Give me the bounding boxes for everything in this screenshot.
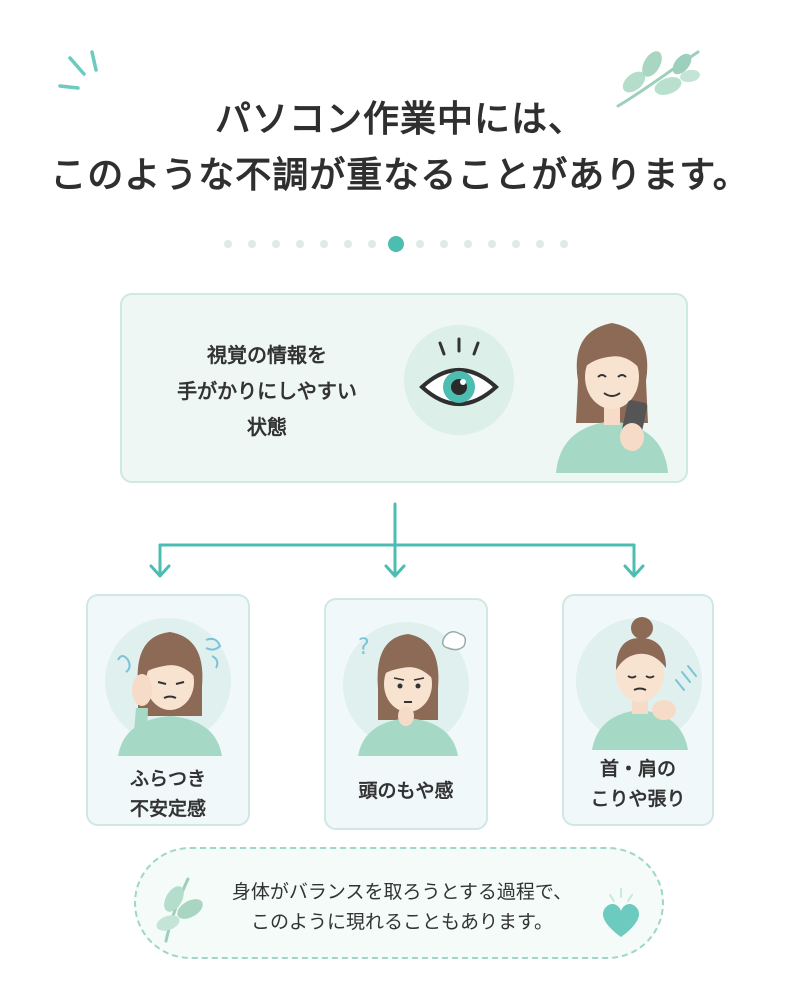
symptom-label-line: 不安定感	[129, 798, 206, 820]
progress-dot	[488, 240, 496, 248]
stiff-neck-woman-illustration	[592, 617, 697, 750]
main-card-line: 状態	[247, 415, 287, 439]
symptom-card-neck-shoulder: 首・肩の こりや張り	[562, 594, 714, 826]
bottom-note: 身体がバランスを取ろうとする過程で、 このように現れることもあります。	[134, 847, 664, 959]
progress-dot	[272, 240, 280, 248]
sparkle-icon	[58, 50, 98, 90]
symptom-card-head-fog: ? 頭のもや感	[324, 598, 488, 830]
note-text: 身体がバランスを取ろうとする過程で、 このように現れることもあります。	[202, 877, 602, 937]
progress-dot	[320, 240, 328, 248]
svg-text:?: ?	[358, 635, 370, 660]
progress-dot	[368, 240, 376, 248]
progress-dot	[512, 240, 520, 248]
progress-dot	[440, 240, 448, 248]
symptom-label-line: ふらつき	[129, 768, 206, 790]
symptom-label-line: こりや張り	[590, 788, 686, 810]
eye-badge	[404, 325, 514, 435]
symptom-label: 頭のもや感	[326, 776, 486, 806]
title-line-1: パソコン作業中には、	[214, 99, 585, 140]
woman-phone-illustration	[556, 323, 668, 473]
connector-arrows	[149, 502, 645, 578]
progress-dot-active	[388, 236, 404, 252]
symptom-label-line: 首・肩の	[599, 758, 676, 780]
progress-dot	[560, 240, 568, 248]
title-line-2: このような不調が重なることがあります。	[50, 155, 750, 196]
symptom-label-line: 頭のもや感	[358, 780, 454, 802]
progress-dot	[248, 240, 256, 248]
main-card: 視覚の情報を 手がかりにしやすい 状態	[120, 293, 688, 483]
progress-dot	[416, 240, 424, 248]
progress-dot	[536, 240, 544, 248]
symptom-label: ふらつき 不安定感	[88, 764, 248, 824]
symptom-label: 首・肩の こりや張り	[564, 754, 712, 814]
leaf-icon	[156, 877, 203, 943]
progress-dot	[464, 240, 472, 248]
main-card-text: 視覚の情報を 手がかりにしやすい 状態	[142, 337, 392, 445]
eye-icon	[419, 337, 499, 406]
dizzy-woman-illustration	[117, 632, 222, 756]
main-card-line: 視覚の情報を	[207, 343, 327, 367]
progress-dot	[224, 240, 232, 248]
main-card-line: 手がかりにしやすい	[177, 379, 357, 403]
note-line-1: 身体がバランスを取ろうとする過程で、	[231, 881, 573, 903]
progress-dot	[296, 240, 304, 248]
confused-woman-illustration: ?	[358, 631, 467, 756]
progress-dot	[344, 240, 352, 248]
heart-icon	[602, 888, 640, 937]
progress-dots	[224, 236, 576, 252]
page-title: パソコン作業中には、 このような不調が重なることがあります。	[0, 92, 800, 204]
note-line-2: このように現れることもあります。	[250, 911, 554, 933]
leaf-icon	[616, 50, 700, 108]
symptom-card-dizziness: ふらつき 不安定感	[86, 594, 250, 826]
